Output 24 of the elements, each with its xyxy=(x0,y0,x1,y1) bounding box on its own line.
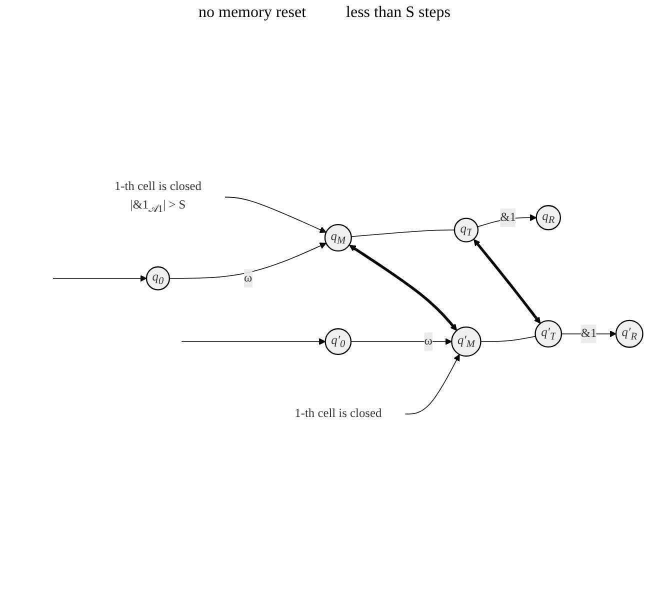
arrow xyxy=(224,197,326,234)
node-text: 1-th cell is closed |&1$_{𝒜1}$| > S xyxy=(114,180,202,215)
brace-label: less than S steps xyxy=(346,4,450,22)
connector xyxy=(480,336,536,342)
arrow xyxy=(52,275,147,282)
node-circle: q′$_{R}$ xyxy=(615,320,644,348)
node-circle: q′$_{0}$ xyxy=(324,328,352,356)
connector xyxy=(350,230,455,238)
edge-label: ω xyxy=(424,335,432,348)
arrow xyxy=(404,354,460,415)
brace-label: no memory reset xyxy=(198,4,306,22)
node-circle: q′$_{M}$ xyxy=(451,326,482,358)
edge-label: ω xyxy=(244,272,252,286)
edge-label: &1 xyxy=(580,327,597,341)
arrow xyxy=(474,240,541,324)
node-circle: q$_{M}$ xyxy=(324,224,352,252)
arrow xyxy=(350,338,452,346)
arrow xyxy=(169,243,326,280)
node-circle: q$_{0}$ xyxy=(146,266,170,291)
arrow xyxy=(349,245,458,332)
node-circle: q$_{R}$ xyxy=(536,206,561,231)
node-text: 1-th cell is closed xyxy=(294,407,382,421)
edge-label: &1 xyxy=(500,211,516,224)
arrow xyxy=(180,338,326,346)
